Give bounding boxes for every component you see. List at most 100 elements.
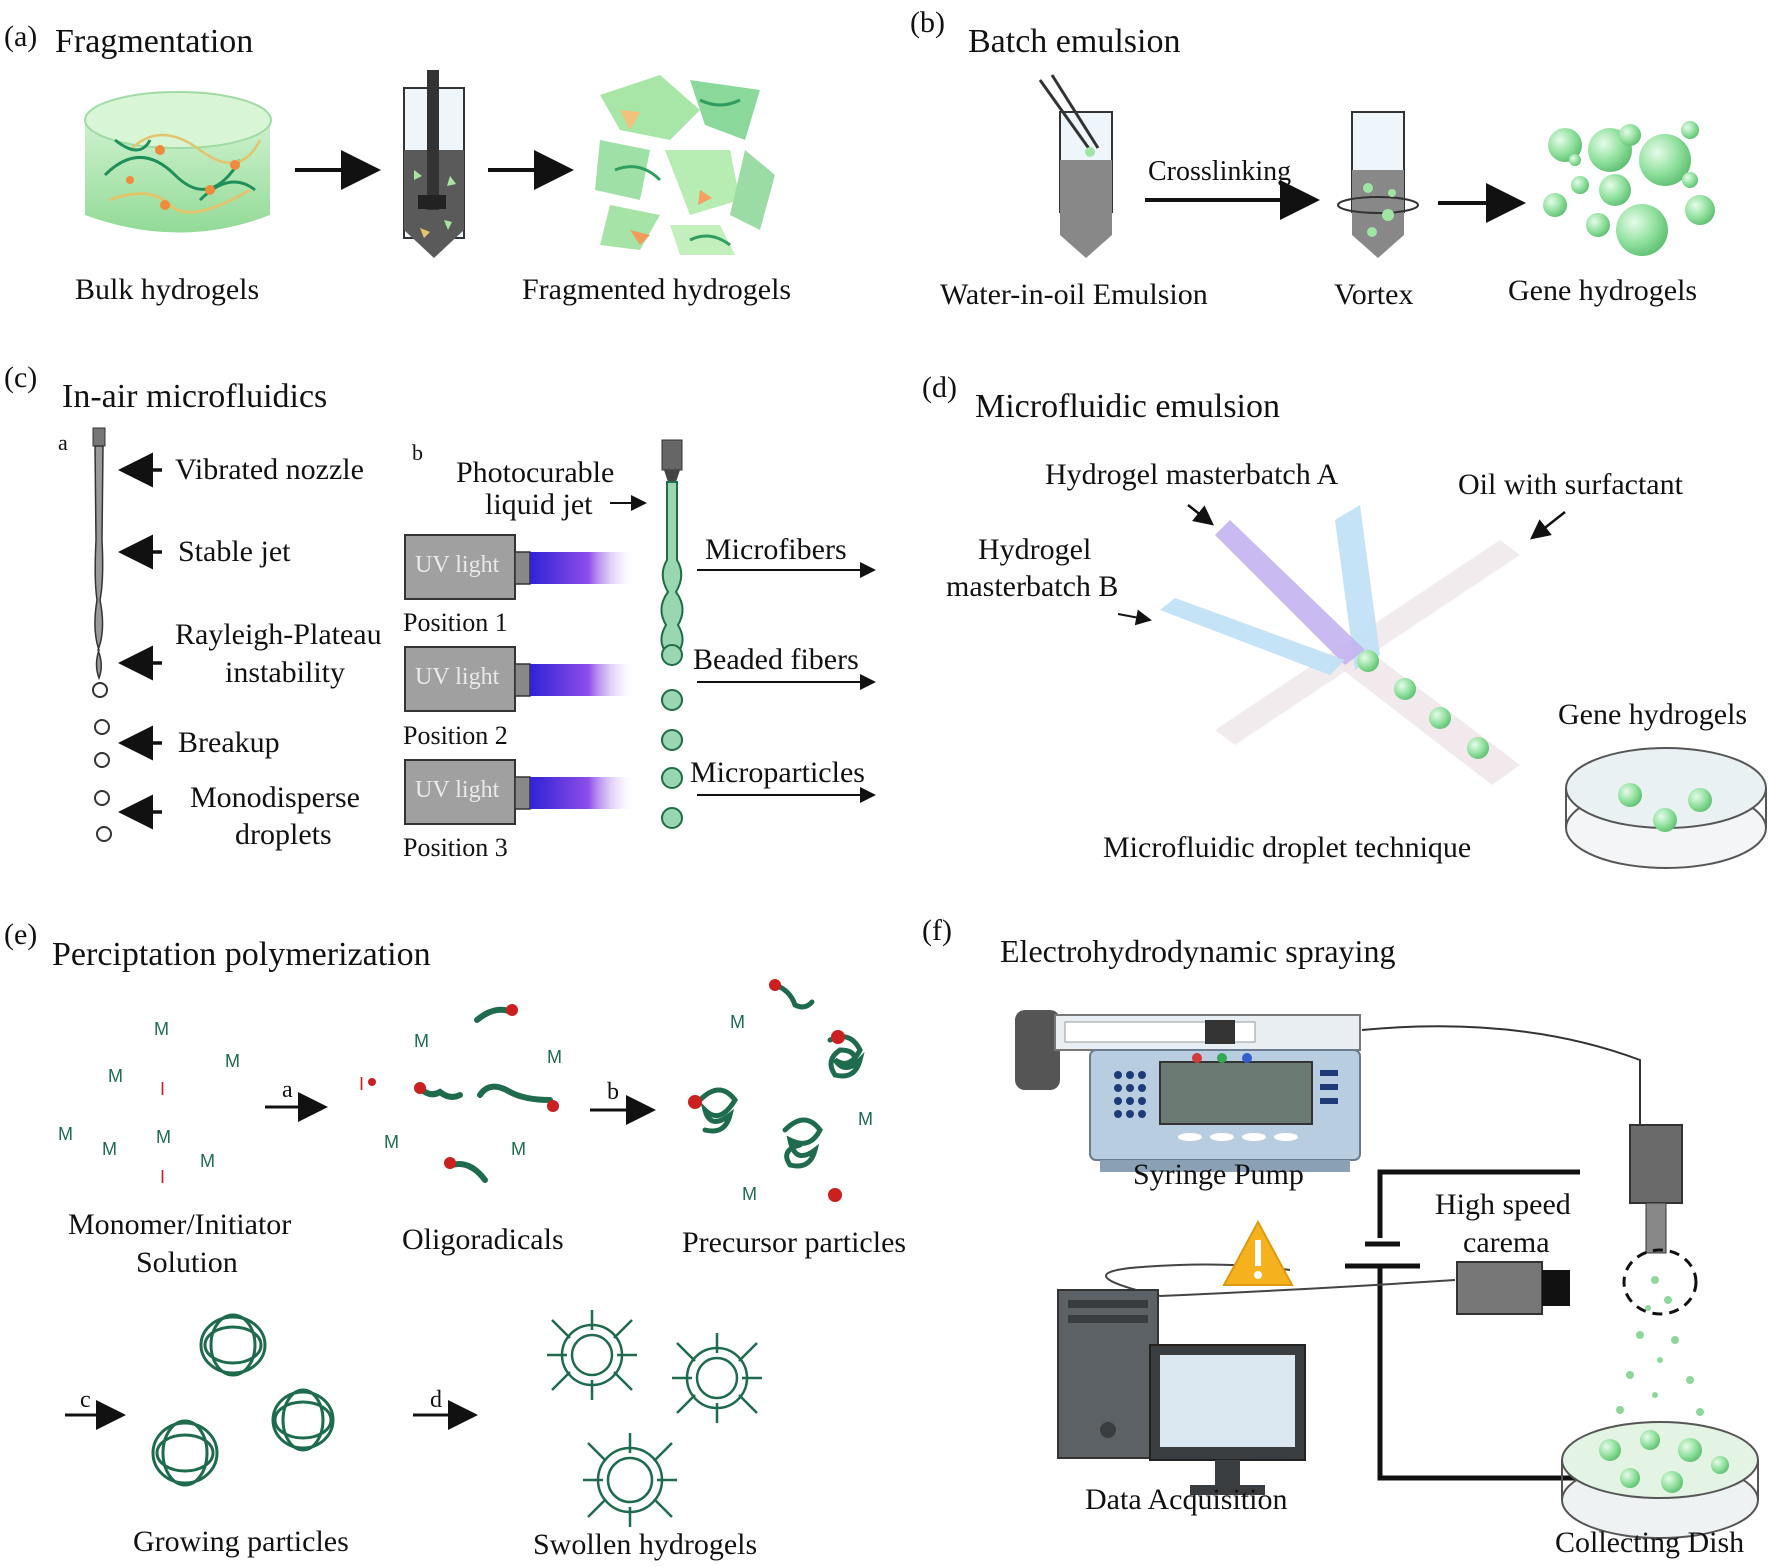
- panel-a-graphics: [84, 70, 775, 258]
- syringe-pump: [1015, 1010, 1361, 1172]
- uv-light-3-label: UV light: [415, 777, 500, 803]
- masterbatch-b-label-1: Hydrogel: [978, 533, 1092, 566]
- masterbatch-a-label: Hydrogel masterbatch A: [1045, 458, 1339, 491]
- monodisperse-label-2: droplets: [235, 818, 332, 851]
- monomer-m: M: [200, 1151, 215, 1171]
- panel-f-label: (f): [922, 914, 952, 947]
- monomer-m: M: [384, 1132, 399, 1152]
- initiator-i: I: [359, 1074, 365, 1094]
- sub-a-label: a: [58, 430, 68, 455]
- photocurable-label-2: liquid jet: [485, 488, 593, 521]
- warning-icon: [1222, 1219, 1294, 1286]
- panel-f-graphics: [1015, 1010, 1759, 1539]
- oligoradicals-label: Oligoradicals: [402, 1223, 564, 1256]
- panel-c-graphics: [92, 427, 876, 842]
- masterbatch-b-channel: [1160, 598, 1345, 675]
- panel-d-title: Microfluidic emulsion: [975, 388, 1281, 425]
- panel-c-label: (c): [4, 361, 38, 394]
- fragmented-hydrogels-label: Fragmented hydrogels: [522, 273, 792, 306]
- gene-hydrogel-spheres: [1543, 121, 1715, 256]
- emulsion-tube: [1038, 74, 1113, 258]
- photocurable-jet: [660, 439, 684, 829]
- uv-light-1: [404, 534, 636, 600]
- position-1-label: Position 1: [403, 608, 508, 637]
- vibrated-nozzle-jet: [92, 427, 112, 842]
- monomer-solution-label-1: Monomer/Initiator: [68, 1208, 292, 1241]
- position-3-label: Position 3: [403, 833, 508, 862]
- panel-b-title: Batch emulsion: [968, 23, 1181, 60]
- rayleigh-label-2: instability: [225, 656, 345, 689]
- monomer-m: M: [156, 1127, 171, 1147]
- swollen-hydrogels-label: Swollen hydrogels: [533, 1528, 758, 1561]
- spray-nozzle: [1629, 1124, 1683, 1204]
- high-speed-camera: [1456, 1261, 1570, 1315]
- monomer-solution-label-2: Solution: [136, 1246, 238, 1279]
- monomer-m: M: [154, 1019, 169, 1039]
- uv-light-3: [404, 759, 636, 825]
- monomer-m: M: [742, 1184, 757, 1204]
- syringe-pump-label: Syringe Pump: [1133, 1158, 1304, 1191]
- monomer-m: M: [414, 1031, 429, 1051]
- gene-hydrogels-d-label: Gene hydrogels: [1558, 698, 1748, 731]
- uv-light-1-label: UV light: [415, 552, 500, 578]
- photocurable-label-1: Photocurable: [456, 456, 615, 489]
- uv-light-2-label: UV light: [415, 664, 500, 690]
- computer-image: [1057, 1289, 1306, 1495]
- step-c-label: c: [80, 1387, 91, 1413]
- crosslinking-label: Crosslinking: [1148, 156, 1292, 187]
- panel-d-label: (d): [922, 371, 957, 404]
- precursor-particles-label: Precursor particles: [682, 1226, 907, 1259]
- sub-b-label: b: [412, 440, 423, 465]
- vortex-label: Vortex: [1334, 278, 1414, 311]
- stable-jet-label: Stable jet: [178, 535, 291, 568]
- masterbatch-b-label-2: masterbatch B: [946, 570, 1119, 603]
- monodisperse-label-1: Monodisperse: [190, 781, 360, 814]
- microfluidic-technique-label: Microfluidic droplet technique: [1103, 831, 1472, 864]
- collecting-dish: [1561, 1421, 1759, 1539]
- oil-surfactant-label: Oil with surfactant: [1458, 468, 1683, 501]
- breakup-label: Breakup: [178, 726, 280, 759]
- monomer-m: M: [102, 1139, 117, 1159]
- step-a-label: a: [282, 1077, 293, 1103]
- data-acquisition-label: Data Acquisition: [1085, 1483, 1288, 1516]
- vortex-tube: [1337, 111, 1419, 258]
- bulk-hydrogels-label: Bulk hydrogels: [75, 273, 260, 306]
- panel-b-graphics: [1038, 74, 1715, 258]
- panel-e-title: Perciptation polymerization: [52, 936, 431, 973]
- panel-b-label: (b): [910, 6, 945, 39]
- petri-dish-d: [1565, 747, 1767, 869]
- uv-light-2: [404, 646, 636, 712]
- monomer-m: M: [58, 1124, 73, 1144]
- camera-label-2: carema: [1463, 1226, 1550, 1259]
- panel-a-label: (a): [4, 20, 38, 53]
- microfibers-label: Microfibers: [705, 533, 847, 566]
- gene-hydrogels-b-label: Gene hydrogels: [1508, 274, 1698, 307]
- microparticles-label: Microparticles: [690, 756, 865, 789]
- panel-d-graphics: [1117, 504, 1767, 869]
- precursor-particles-image: [697, 982, 865, 1169]
- panel-a-title: Fragmentation: [55, 23, 254, 60]
- collecting-dish-label: Collecting Dish: [1555, 1526, 1745, 1559]
- panel-e-graphics: [65, 979, 865, 1527]
- water-in-oil-label: Water-in-oil Emulsion: [940, 278, 1208, 311]
- masterbatch-a-channel: [1215, 520, 1365, 665]
- panel-f-title: Electrohydrodynamic spraying: [1000, 933, 1396, 969]
- swollen-hydrogels-image: [547, 1310, 762, 1527]
- monomer-m: M: [511, 1139, 526, 1159]
- beaded-fibers-label: Beaded fibers: [693, 643, 859, 676]
- rayleigh-label-1: Rayleigh-Plateau: [175, 618, 382, 651]
- initiator-i: I: [160, 1079, 166, 1099]
- growing-particles-label: Growing particles: [133, 1525, 349, 1558]
- monomer-m: M: [858, 1109, 873, 1129]
- oligoradicals-image: [417, 1006, 553, 1183]
- camera-label-1: High speed: [1435, 1188, 1571, 1221]
- monomer-m: M: [730, 1012, 745, 1032]
- monomer-m: M: [108, 1066, 123, 1086]
- step-d-label: d: [430, 1387, 442, 1413]
- fragmented-hydrogel-image: [595, 75, 775, 255]
- vibrated-nozzle-label: Vibrated nozzle: [175, 453, 364, 486]
- position-2-label: Position 2: [403, 721, 508, 750]
- initiator-i: I: [160, 1167, 166, 1187]
- homogenizer-tube: [403, 70, 465, 258]
